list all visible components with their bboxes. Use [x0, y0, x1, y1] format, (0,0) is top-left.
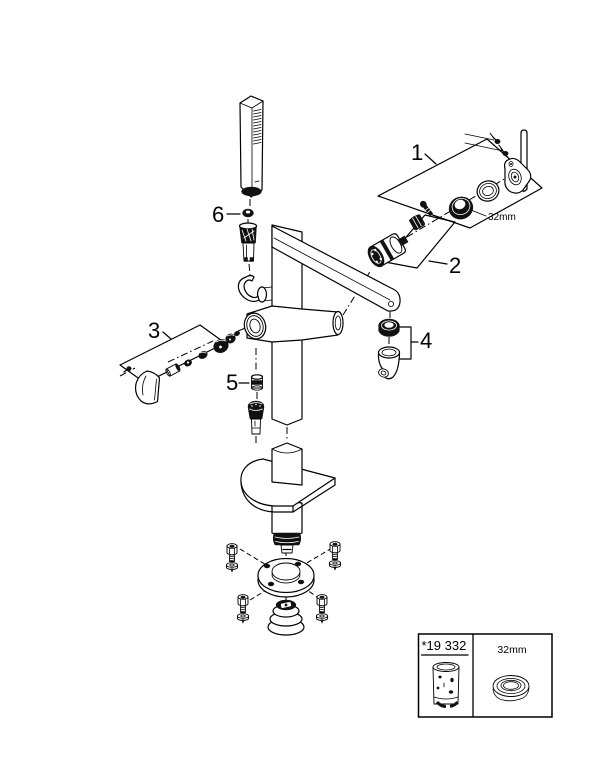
cartridge — [367, 233, 409, 268]
mounting-screw-2 — [328, 541, 342, 571]
trim-ring — [476, 180, 500, 202]
size-label-leader — [470, 209, 487, 217]
callout-6[interactable]: 6 — [212, 202, 224, 227]
group-5-hose-connection — [247, 374, 265, 435]
group-4-aerator — [377, 318, 419, 380]
reference-part-number: *19 332 — [422, 638, 467, 653]
seal-small — [198, 351, 208, 359]
callout-4-bracket — [398, 326, 412, 360]
reference-seal-size: 32mm — [497, 644, 526, 656]
callout-1[interactable]: 1 — [411, 140, 423, 165]
mounting-screw-3 — [236, 594, 250, 624]
hand-shower — [239, 95, 264, 198]
left-port — [243, 312, 267, 340]
callout-4[interactable]: 4 — [420, 328, 432, 353]
reference-cartridge-cell[interactable]: *19 332 — [420, 638, 469, 708]
reference-box: *19 332 32mm — [417, 633, 553, 718]
group-2-cartridge — [367, 200, 434, 268]
base-assembly — [225, 442, 342, 636]
callout-3[interactable]: 3 — [148, 318, 160, 343]
spout-outlet-hole — [387, 300, 394, 307]
group-1-wall-union — [448, 129, 532, 220]
spray-face-hatch — [253, 109, 262, 145]
cartridge-screw — [419, 200, 434, 216]
aerator-seal — [378, 318, 400, 337]
hose-nipple-top — [238, 222, 258, 262]
lever-cap — [134, 370, 161, 405]
slip-ring-part — [242, 208, 254, 218]
base-escutcheon — [240, 442, 336, 513]
group-2-outline — [384, 214, 456, 269]
mounting-screw-4 — [315, 594, 329, 624]
spout-arm — [271, 225, 401, 312]
cartridge-nut — [408, 213, 425, 231]
hose-check-valve — [250, 374, 264, 391]
lower-column — [271, 499, 303, 554]
wall-bracket — [503, 157, 532, 194]
adapter-sleeve — [165, 363, 181, 377]
callouts-layer: 1 2 3 4 5 6 32mm — [148, 140, 516, 395]
hose-nipple-bottom — [247, 400, 265, 435]
cone-seal — [267, 599, 305, 636]
washer-small — [184, 359, 192, 367]
shower-inlet-cap — [241, 186, 262, 197]
size-label-32mm: 32mm — [488, 212, 516, 223]
right-port — [332, 310, 344, 336]
wall-screw-1 — [492, 136, 501, 145]
diverter-mechanism — [213, 330, 240, 353]
reference-seal-icon — [492, 675, 530, 702]
reference-cartridge-icon — [432, 662, 460, 708]
shower-holder-clip — [237, 274, 273, 303]
mounting-flange — [257, 557, 315, 598]
spout-outlet-piece — [377, 346, 401, 380]
wall-screw-2 — [500, 148, 509, 157]
seal-ring-32mm — [448, 196, 474, 220]
escutcheon-stub — [271, 442, 303, 486]
diverter-screw — [123, 366, 132, 373]
group-1-outline — [377, 133, 543, 229]
faucet-body — [243, 224, 344, 426]
callout-5[interactable]: 5 — [226, 370, 238, 395]
reference-seal-cell[interactable]: 32mm — [492, 644, 530, 702]
group-3-diverter — [123, 330, 240, 405]
callout-2[interactable]: 2 — [449, 253, 461, 278]
mounting-screw-1 — [225, 543, 239, 573]
